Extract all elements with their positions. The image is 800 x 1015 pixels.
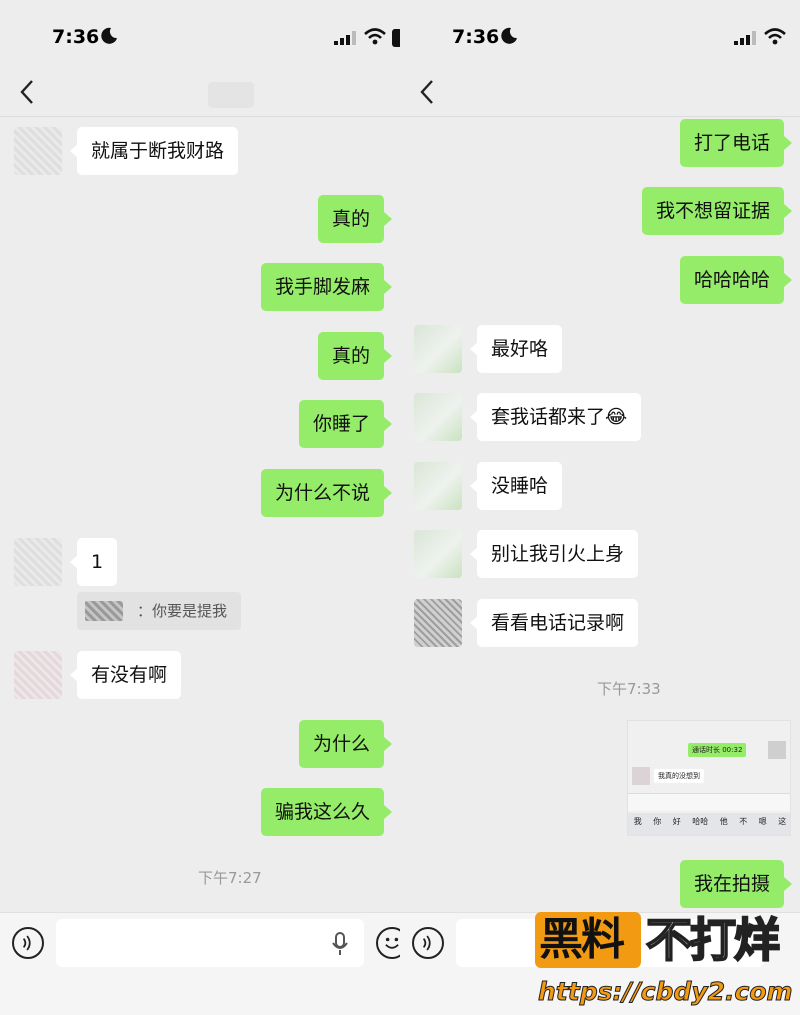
screenshot-reply-bubble: 我真的没想到 — [654, 769, 704, 783]
contact-avatar[interactable] — [414, 530, 462, 578]
bubble-tail — [70, 668, 78, 682]
quoted-text: ：你要是提我 — [137, 602, 228, 620]
status-time: 7:36 — [52, 26, 100, 48]
bubble-tail — [384, 212, 392, 226]
message-bubble-in[interactable]: 最好咯 — [477, 325, 563, 373]
moon-icon — [501, 27, 517, 44]
message-bubble-in[interactable]: 1 — [77, 538, 118, 586]
suggestion-key: 好 — [672, 817, 681, 826]
header-divider — [0, 116, 400, 117]
message-bubble-out[interactable]: 我在拍摄 — [679, 860, 784, 908]
suggestion-key: 不 — [739, 817, 748, 826]
screenshot-avatar — [632, 767, 650, 785]
contact-avatar[interactable] — [14, 127, 62, 175]
chat-panel-left: 7:36 就属于断我财路 真的 我手脚发麻 真的 你睡了 为什么不说 1 ：你要… — [0, 0, 400, 1015]
message-bubble-out[interactable]: 打了电话 — [679, 119, 784, 167]
emoji-icon[interactable] — [376, 927, 400, 959]
bubble-tail — [470, 342, 478, 356]
wifi-icon — [764, 28, 786, 45]
quoted-sender-redacted — [85, 601, 123, 621]
message-bubble-in[interactable]: 看看电话记录啊 — [477, 599, 639, 647]
bubble-tail — [384, 417, 392, 431]
quoted-reply[interactable]: ：你要是提我 — [77, 592, 242, 630]
message-bubble-out[interactable]: 你睡了 — [298, 400, 384, 448]
message-bubble-in[interactable]: 套我话都来了😂 — [477, 393, 642, 441]
contact-avatar[interactable] — [414, 393, 462, 441]
screenshot-keyboard-suggestions: 我 你 好 哈哈 他 不 嗯 这 — [628, 813, 790, 835]
moon-icon — [101, 27, 117, 44]
message-bubble-in[interactable]: 没睡哈 — [477, 462, 563, 510]
suggestion-key: 哈哈 — [692, 817, 709, 826]
bubble-tail — [470, 547, 478, 561]
message-bubble-in[interactable]: 就属于断我财路 — [77, 127, 239, 175]
suggestion-key: 你 — [653, 817, 662, 826]
bubble-tail — [384, 805, 392, 819]
bubble-tail — [470, 479, 478, 493]
bubble-tail — [784, 877, 792, 891]
status-bar: 7:36 — [400, 0, 800, 70]
suggestion-key: 我 — [633, 817, 642, 826]
screenshot-avatar — [768, 741, 786, 759]
watermark-brand: 黑料 — [539, 914, 625, 965]
message-timestamp: 下午7:27 — [198, 869, 262, 887]
contact-avatar[interactable] — [14, 538, 62, 586]
signal-icon — [734, 31, 756, 45]
back-button[interactable] — [416, 78, 440, 106]
suggestion-key: 嗯 — [758, 817, 767, 826]
bubble-tail — [470, 410, 478, 424]
bubble-tail — [384, 486, 392, 500]
screenshot-image-message[interactable]: 通话时长 00:32 我真的没想到 我 你 好 哈哈 他 不 嗯 这 — [627, 720, 791, 836]
screenshot-input-bar — [628, 793, 790, 811]
bubble-tail — [784, 273, 792, 287]
voice-input-icon[interactable] — [412, 927, 444, 959]
message-bubble-out[interactable]: 哈哈哈哈 — [679, 256, 784, 304]
message-bubble-out[interactable]: 我不想留证据 — [641, 187, 784, 235]
message-input[interactable] — [56, 919, 364, 967]
bubble-tail — [784, 136, 792, 150]
input-bar — [0, 912, 400, 1015]
message-bubble-out[interactable]: 真的 — [317, 195, 384, 243]
suggestion-key: 他 — [719, 817, 728, 826]
watermark-tagline: 不打烊 — [645, 912, 781, 968]
bubble-tail — [784, 204, 792, 218]
status-bar: 7:36 — [0, 0, 400, 70]
header-divider — [400, 116, 800, 117]
message-bubble-in[interactable]: 别让我引火上身 — [477, 530, 639, 578]
message-bubble-out[interactable]: 为什么 — [298, 720, 384, 768]
message-bubble-out[interactable]: 真的 — [317, 332, 384, 380]
signal-icon — [334, 31, 356, 45]
contact-avatar[interactable] — [414, 462, 462, 510]
message-bubble-in[interactable]: 有没有啊 — [77, 651, 182, 699]
message-bubble-out[interactable]: 我手脚发麻 — [260, 263, 384, 311]
bubble-tail — [384, 349, 392, 363]
back-button[interactable] — [16, 78, 40, 106]
bubble-tail — [70, 144, 78, 158]
watermark-logo: 黑料 — [535, 912, 641, 968]
contact-avatar[interactable] — [14, 651, 62, 699]
voice-input-icon[interactable] — [12, 927, 44, 959]
message-bubble-out[interactable]: 骗我这么久 — [260, 788, 384, 836]
screenshot-call-bubble: 通话时长 00:32 — [688, 743, 747, 757]
bubble-tail — [470, 616, 478, 630]
battery-icon — [392, 29, 400, 47]
bubble-tail — [384, 280, 392, 294]
chat-panel-right: 7:36 打了电话 我不想留证据 哈哈哈哈 最好咯 套我话都来了😂 没睡哈 别让… — [400, 0, 800, 1015]
status-time: 7:36 — [452, 26, 500, 48]
suggestion-key: 这 — [778, 817, 787, 826]
contact-avatar[interactable] — [414, 325, 462, 373]
contact-avatar[interactable] — [414, 599, 462, 647]
message-timestamp: 下午7:33 — [597, 680, 661, 698]
wifi-icon — [364, 28, 386, 45]
message-bubble-out[interactable]: 为什么不说 — [260, 469, 384, 517]
contact-name-redacted — [208, 82, 254, 108]
microphone-icon[interactable] — [330, 931, 350, 957]
bubble-tail — [384, 737, 392, 751]
bubble-tail — [70, 555, 78, 569]
watermark-url: https://cbdy2.com — [538, 977, 794, 1007]
